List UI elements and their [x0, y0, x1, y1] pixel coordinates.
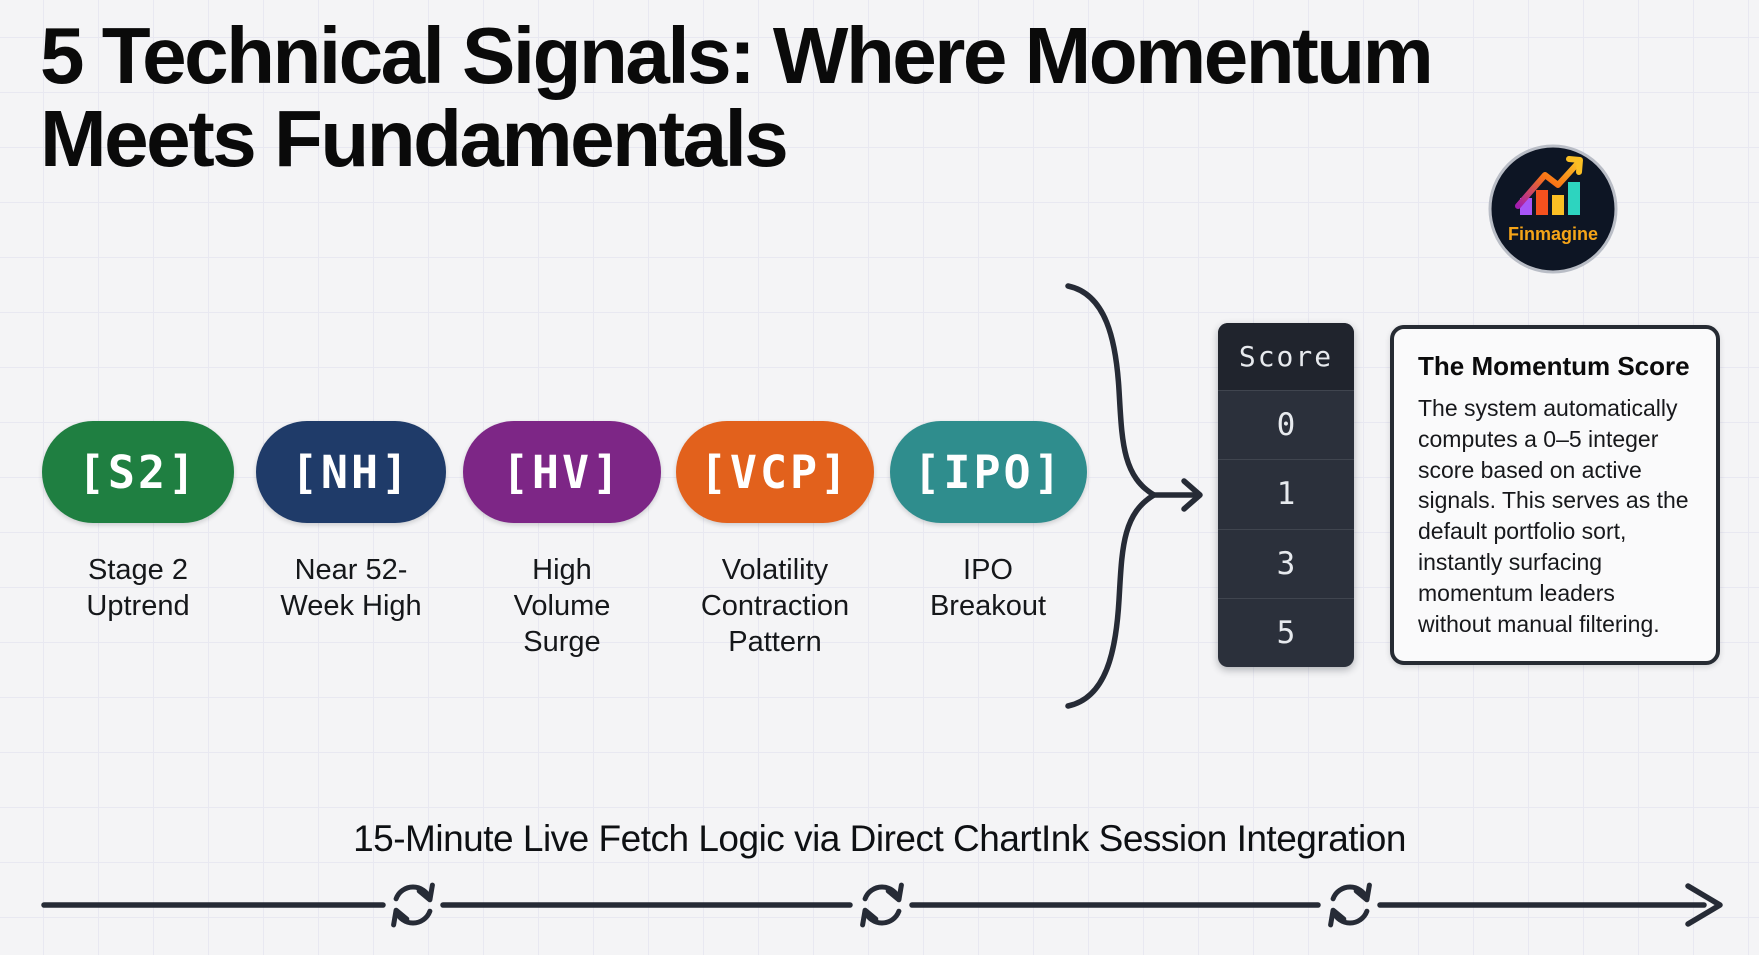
signal-pill-nh: [NH] — [256, 421, 446, 523]
page-title: 5 Technical Signals: Where Momentum Meet… — [40, 11, 1434, 184]
logo-bar-chart-icon — [1520, 182, 1580, 215]
signal-label-high-volume-surge: High Volume Surge — [513, 554, 611, 658]
logo-brand-text: Finmagine — [1508, 224, 1598, 244]
score-table: Score 0 1 3 5 — [1218, 323, 1354, 667]
refresh-icon — [860, 882, 904, 928]
signal-code: [S2] — [77, 445, 199, 499]
signal-code: [HV] — [501, 445, 623, 499]
signal-pill-ipo: [IPO] — [890, 421, 1087, 523]
logo-trend-arrow-icon — [1515, 156, 1583, 209]
bottom-caption: 15-Minute Live Fetch Logic via Direct Ch… — [353, 818, 1406, 859]
momentum-score-callout: The Momentum Score The system automatica… — [1390, 325, 1720, 665]
finmagine-logo: Finmagine — [1487, 143, 1619, 275]
callout-body: The system automatically computes a 0–5 … — [1418, 395, 1689, 637]
signal-code: [IPO] — [913, 445, 1064, 499]
callout-title: The Momentum Score — [1418, 351, 1690, 381]
timeline-line — [41, 883, 1723, 927]
signal-label-near-52-week-high: Near 52- Week High — [280, 554, 422, 622]
signal-label-volatility-contraction: Volatility Contraction Pattern — [700, 554, 850, 658]
signal-label-stage2-uptrend: Stage 2 Uptrend — [86, 554, 190, 622]
signal-code: [VCP] — [699, 445, 851, 499]
score-row: 5 — [1218, 597, 1354, 667]
timeline-arrowhead-icon — [1685, 883, 1723, 927]
signal-pill-vcp: [VCP] — [676, 421, 874, 523]
score-row: 1 — [1218, 459, 1354, 528]
converge-brace-arrow-icon — [1065, 283, 1203, 709]
finmagine-logo-icon: Finmagine — [1488, 144, 1618, 274]
refresh-icon — [391, 882, 435, 928]
score-row: 0 — [1218, 390, 1354, 459]
fetch-timeline — [41, 882, 1723, 928]
score-row: 3 — [1218, 528, 1354, 598]
signal-label-ipo-breakout: IPO Breakout — [929, 554, 1047, 622]
refresh-icon — [1328, 882, 1372, 928]
signal-pill-s2: [S2] — [42, 421, 234, 523]
signal-code: [NH] — [290, 445, 412, 499]
score-table-header: Score — [1218, 323, 1354, 390]
signal-pill-hv: [HV] — [463, 421, 661, 523]
